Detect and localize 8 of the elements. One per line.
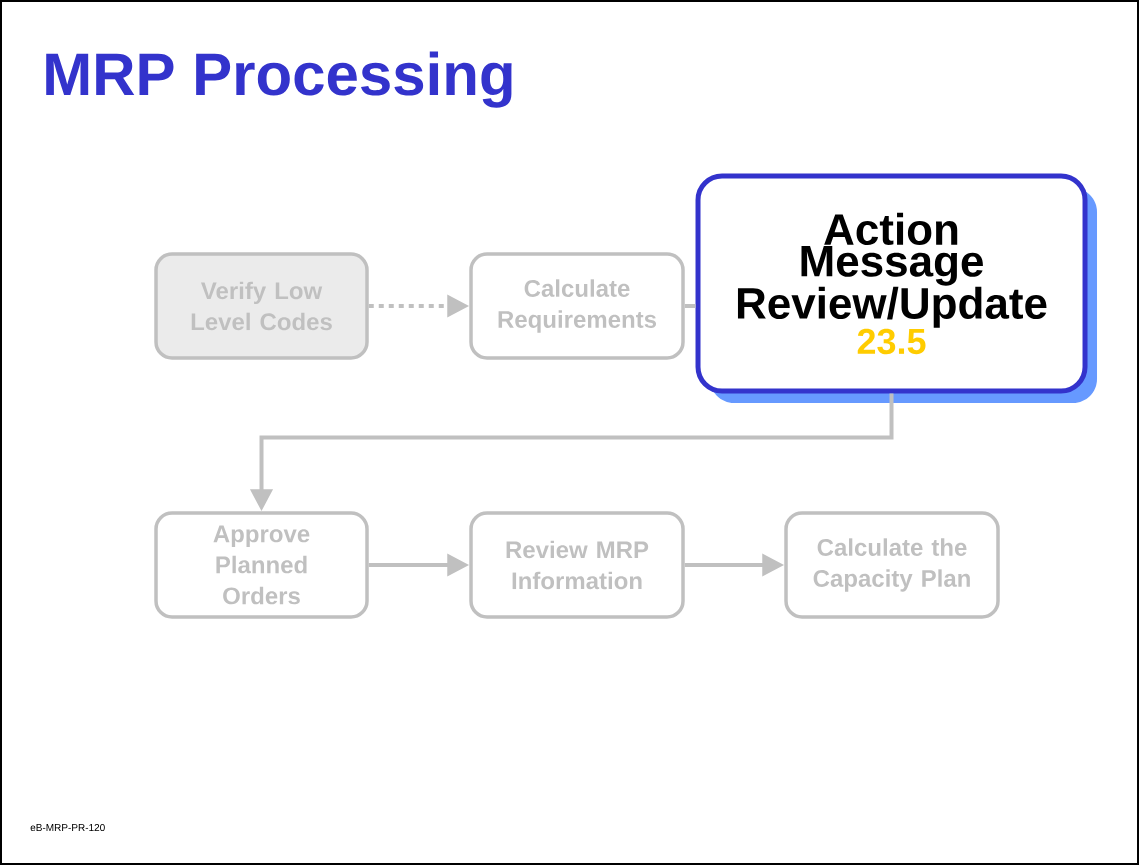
slide-code: eB-MRP-PR-120 — [30, 824, 105, 832]
process-box: Action Message Review/Update 23.5 — [695, 173, 1097, 403]
slide-title: MRP Processing — [46, 51, 512, 108]
connector-line — [684, 304, 696, 308]
process-box: Calculate the Capacity Plan — [784, 511, 1000, 619]
process-box: Calculate Requirements — [469, 252, 685, 360]
process-box: Approve Planned Orders — [154, 511, 369, 619]
process-box: Review MRP Information — [469, 511, 685, 619]
